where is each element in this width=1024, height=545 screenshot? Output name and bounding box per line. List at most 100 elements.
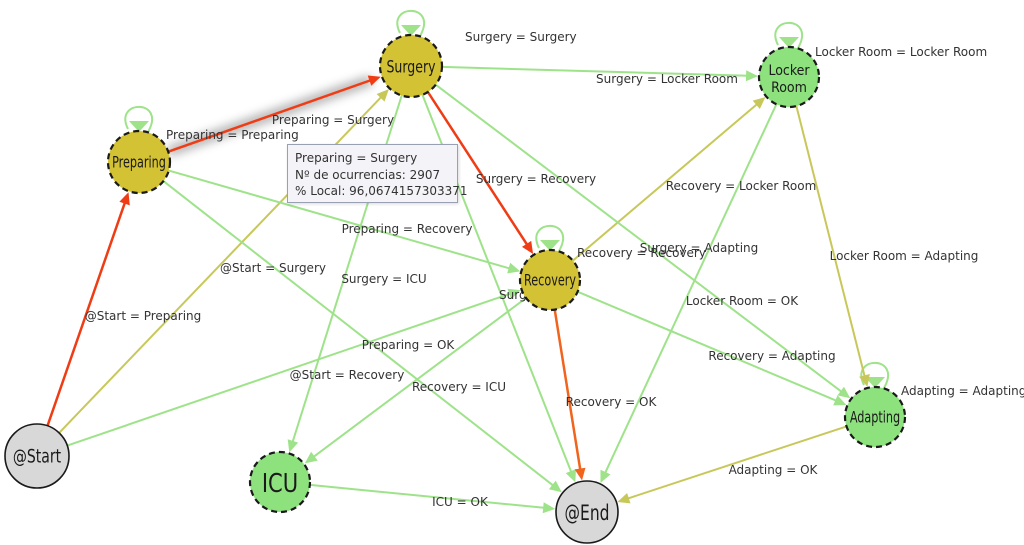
node-end[interactable]: @End xyxy=(555,480,619,544)
edge-recovery-to-locker-arrowhead[interactable] xyxy=(752,97,766,109)
node-icu[interactable]: ICU xyxy=(248,450,312,514)
edge-start-to-surgery-arrowhead[interactable] xyxy=(376,89,389,102)
node-adapting[interactable]: Adapting xyxy=(843,385,907,449)
edge-preparing-to-end[interactable] xyxy=(162,180,555,487)
node-surgery[interactable]: Surgery xyxy=(378,33,444,99)
edge-surgery-to-icu-arrowhead[interactable] xyxy=(287,439,299,453)
edge-recovery-to-icu-arrowhead[interactable] xyxy=(304,451,318,464)
edge-surgery-to-surgery-arrowhead[interactable] xyxy=(401,25,421,36)
edge-preparing-to-end-arrowhead[interactable] xyxy=(548,480,562,493)
edge-locker-to-adapting-label: Locker Room = Adapting xyxy=(830,249,979,263)
edge-surgery-to-icu-label: Surgery = ICU xyxy=(341,272,426,286)
edge-surgery-to-recovery-label: Surgery = Recovery xyxy=(476,172,596,186)
edge-preparing-to-preparing-loop[interactable] xyxy=(124,105,154,133)
tooltip-transition: Preparing = Surgery xyxy=(295,151,418,165)
edge-locker-to-locker-label: Locker Room = Locker Room xyxy=(815,45,987,59)
edge-start-to-recovery-arrowhead[interactable] xyxy=(507,288,521,300)
edges-layer xyxy=(46,9,890,514)
node-end-circle[interactable] xyxy=(555,480,619,544)
node-preparing[interactable]: Preparing xyxy=(106,129,172,195)
node-end-label: @End xyxy=(565,500,610,525)
edge-recovery-to-icu-label: Recovery = ICU xyxy=(412,380,506,394)
edge-surgery-to-locker-label: Surgery = Locker Room xyxy=(596,72,738,86)
edge-adapting-to-adapting-arrowhead[interactable] xyxy=(865,377,885,388)
edge-adapting-to-adapting-label: Adapting = Adapting xyxy=(901,384,1024,398)
node-preparing-label: Preparing xyxy=(112,154,166,172)
edge-surgery-to-adapting-label: Surgery = Adapting xyxy=(640,241,759,255)
edge-start-to-preparing-arrowhead[interactable] xyxy=(119,192,130,206)
node-surgery-circle[interactable] xyxy=(378,33,444,99)
edge-preparing-to-preparing-arrowhead[interactable] xyxy=(129,121,149,132)
node-icu-label: ICU xyxy=(262,468,298,498)
edge-adapting-to-end-label: Adapting = OK xyxy=(729,463,819,477)
edge-preparing-to-surgery-arrowhead[interactable] xyxy=(367,75,381,86)
node-locker-circle[interactable] xyxy=(757,45,821,109)
edge-recovery-to-recovery-label: Recovery = Recovery xyxy=(577,246,706,260)
edge-start-to-surgery-label: @Start = Surgery xyxy=(220,261,326,275)
edge-adapting-to-end-arrowhead[interactable] xyxy=(617,493,631,504)
edge-recovery-to-end-arrowhead[interactable] xyxy=(574,467,586,481)
tooltip-occurrences: Nº de ocurrencias: 2907 xyxy=(295,167,441,182)
edge-icu-to-end[interactable] xyxy=(309,483,546,509)
edge-start-to-preparing[interactable] xyxy=(46,201,127,427)
edge-surgery-to-adapting-arrowhead[interactable] xyxy=(837,386,851,399)
edge-locker-to-locker-arrowhead[interactable] xyxy=(779,37,799,48)
node-recovery[interactable]: Recovery xyxy=(518,248,582,312)
edge-surgery-to-end-label: Surg xyxy=(499,288,527,302)
node-recovery-label: Recovery xyxy=(524,272,576,290)
edge-surgery-to-surgery-label: Surgery = Surgery xyxy=(465,30,577,44)
edge-recovery-to-icu[interactable] xyxy=(312,297,527,459)
edge-locker-to-end[interactable] xyxy=(603,103,778,475)
edge-preparing-to-preparing-label: Preparing = Preparing xyxy=(166,128,299,142)
edge-recovery-to-end[interactable] xyxy=(553,309,582,471)
node-recovery-circle[interactable] xyxy=(518,248,582,312)
edge-preparing-to-recovery[interactable] xyxy=(168,169,511,270)
edge-start-to-recovery[interactable] xyxy=(66,292,512,447)
node-adapting-label: Adapting xyxy=(850,409,900,427)
edge-surgery-to-end-arrowhead[interactable] xyxy=(565,469,576,483)
edge-locker-to-end-arrowhead[interactable] xyxy=(600,469,611,483)
edge-recovery-to-adapting-arrowhead[interactable] xyxy=(833,395,847,406)
edge-start-to-recovery-label: @Start = Recovery xyxy=(290,368,405,382)
edge-adapting-to-end[interactable] xyxy=(626,425,847,500)
edge-preparing-to-surgery-label: Preparing = Surgery xyxy=(272,113,394,127)
node-start-circle[interactable] xyxy=(4,423,70,489)
edge-preparing-to-end-label: Preparing = OK xyxy=(362,338,456,352)
edge-surgery-to-recovery[interactable] xyxy=(426,91,529,247)
node-icu-circle[interactable] xyxy=(248,450,312,514)
edge-preparing-to-recovery-label: Preparing = Recovery xyxy=(342,222,473,236)
edge-surgery-to-surgery-loop[interactable] xyxy=(396,9,426,37)
edge-surgery-to-locker[interactable] xyxy=(441,65,749,77)
edge-icu-to-end-label: ICU = OK xyxy=(432,495,489,509)
node-surgery-label: Surgery xyxy=(386,57,435,77)
edge-surgery-to-adapting[interactable] xyxy=(435,83,843,394)
edge-recovery-to-locker[interactable] xyxy=(572,102,759,262)
edge-recovery-to-recovery-loop[interactable] xyxy=(535,224,565,252)
edge-surgery-to-locker-arrowhead[interactable] xyxy=(745,70,758,82)
edge-recovery-to-locker-label: Recovery = Locker Room xyxy=(666,179,817,193)
edge-locker-to-end-label: Locker Room = OK xyxy=(686,294,799,308)
edge-recovery-to-recovery-arrowhead[interactable] xyxy=(540,240,560,251)
edge-locker-to-adapting-arrowhead[interactable] xyxy=(859,374,870,387)
edge-recovery-to-adapting[interactable] xyxy=(577,290,838,403)
node-adapting-circle[interactable] xyxy=(843,385,907,449)
edge-start-to-preparing-label: @Start = Preparing xyxy=(85,309,202,323)
edge-preparing-to-recovery-arrowhead[interactable] xyxy=(507,262,521,274)
edge-surgery-to-recovery-arrowhead[interactable] xyxy=(522,240,534,254)
node-preparing-circle[interactable] xyxy=(106,129,172,195)
edge-tooltip: Preparing = Surgery Nº de ocurrencias: 2… xyxy=(287,144,468,203)
edge-preparing-to-surgery[interactable] xyxy=(167,78,372,153)
edge-recovery-to-end-label: Recovery = OK xyxy=(566,395,658,409)
tooltip-local-percent: % Local: 96,0674157303371 xyxy=(295,184,468,198)
edge-recovery-to-adapting-label: Recovery = Adapting xyxy=(708,349,835,363)
edge-icu-to-end-arrowhead[interactable] xyxy=(542,502,556,514)
node-start[interactable]: @Start xyxy=(4,423,70,489)
edge-locker-to-locker-loop[interactable] xyxy=(774,21,804,49)
node-start-label: @Start xyxy=(13,446,61,468)
edge-locker-to-adapting[interactable] xyxy=(795,105,866,378)
